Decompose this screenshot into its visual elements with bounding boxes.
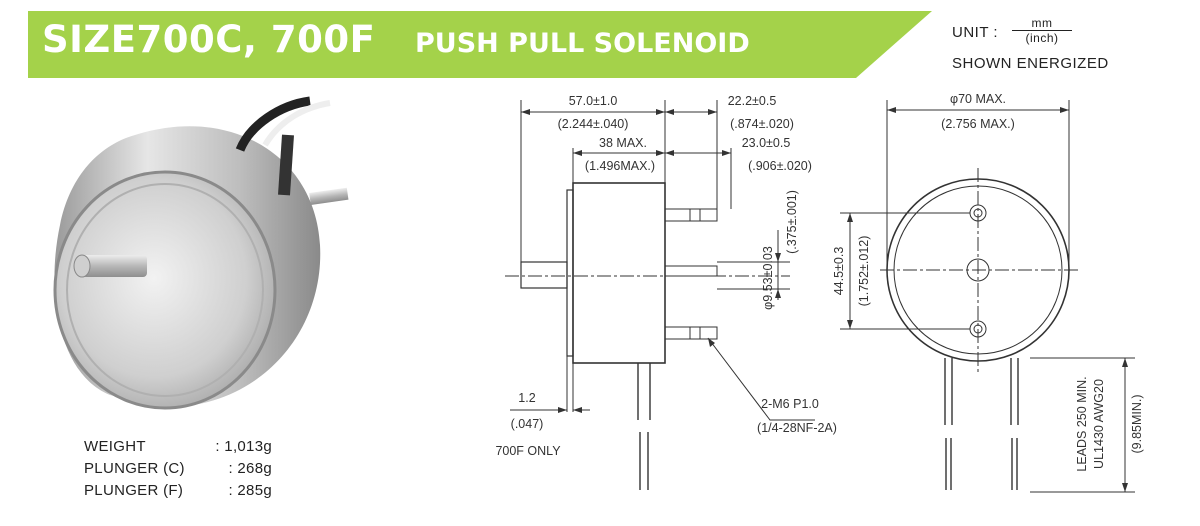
dimension-drawing: 57.0±1.0 (2.244±.040) 22.2±0.5 (.874±.02…: [495, 92, 1144, 493]
side-view-stud-bottom: [664, 326, 718, 340]
dim-thread-inch: (1/4-28NF-2A): [757, 421, 837, 435]
dim-leads-ul: UL1430 AWG20: [1092, 379, 1106, 469]
unit-label: UNIT :: [952, 24, 999, 41]
dim-23: 23.0±0.5: [742, 136, 791, 150]
shown-energized-note: SHOWN ENERGIZED: [952, 55, 1109, 72]
dim-leads-inch: (9.85MIN.): [1130, 394, 1144, 453]
dim-thread: 2-M6 P1.0: [761, 397, 819, 411]
dim-1-2-inch: (.047): [511, 417, 544, 431]
spec-row-plunger-c: PLUNGER (C) : 268g: [84, 460, 272, 482]
spec-row-plunger-f: PLUNGER (F) : 285g: [84, 482, 272, 504]
dim-38: 38 MAX.: [599, 136, 647, 150]
spec-label: PLUNGER (C): [84, 460, 185, 477]
side-view-body: [572, 182, 666, 364]
700f-only-note: 700F ONLY: [495, 444, 561, 458]
dim-44-inch: (1.752±.012): [857, 236, 871, 307]
unit-numerator: mm: [1012, 16, 1072, 31]
spec-row-weight: WEIGHT : 1,013g: [84, 438, 272, 460]
unit-legend: UNIT : mm (inch): [952, 16, 1072, 45]
dim-22: 22.2±0.5: [728, 94, 777, 108]
dim-57: 57.0±1.0: [569, 94, 618, 108]
solenoid-photo: [53, 96, 349, 410]
side-view-flange: [566, 189, 574, 357]
spec-label: WEIGHT: [84, 438, 146, 455]
side-view-stud-top: [664, 208, 718, 222]
dim-phi70-inch: (2.756 MAX.): [941, 117, 1015, 131]
spec-value: : 285g: [228, 482, 272, 499]
side-view-plunger: [520, 261, 568, 289]
unit-fraction: mm (inch): [1012, 16, 1072, 45]
side-view-rod-mid: [664, 265, 718, 277]
dim-44: 44.5±0.3: [832, 247, 846, 296]
dim-1-2: 1.2: [518, 391, 535, 405]
dim-57-inch: (2.244±.040): [558, 117, 629, 131]
dim-leads: LEADS 250 MIN.: [1075, 376, 1089, 471]
spec-label: PLUNGER (F): [84, 482, 184, 499]
dim-22-inch: (.874±.020): [730, 117, 794, 131]
dim-phi9-inch: (.375±.001): [785, 190, 799, 254]
spec-value: : 268g: [228, 460, 272, 477]
dim-phi70: φ70 MAX.: [950, 92, 1006, 106]
title-banner: [28, 11, 932, 78]
product-subtitle: PUSH PULL SOLENOID: [415, 28, 750, 59]
weight-specs: WEIGHT : 1,013g PLUNGER (C) : 268g PLUNGER…: [84, 438, 272, 504]
dim-23-inch: (.906±.020): [748, 159, 812, 173]
spec-value: : 1,013g: [215, 438, 272, 455]
dim-38-inch: (1.496MAX.): [585, 159, 655, 173]
product-title: SIZE700C, 700F: [42, 18, 376, 61]
unit-denominator: (inch): [1025, 31, 1059, 45]
dim-phi9: φ9.53±0.03: [761, 246, 775, 310]
